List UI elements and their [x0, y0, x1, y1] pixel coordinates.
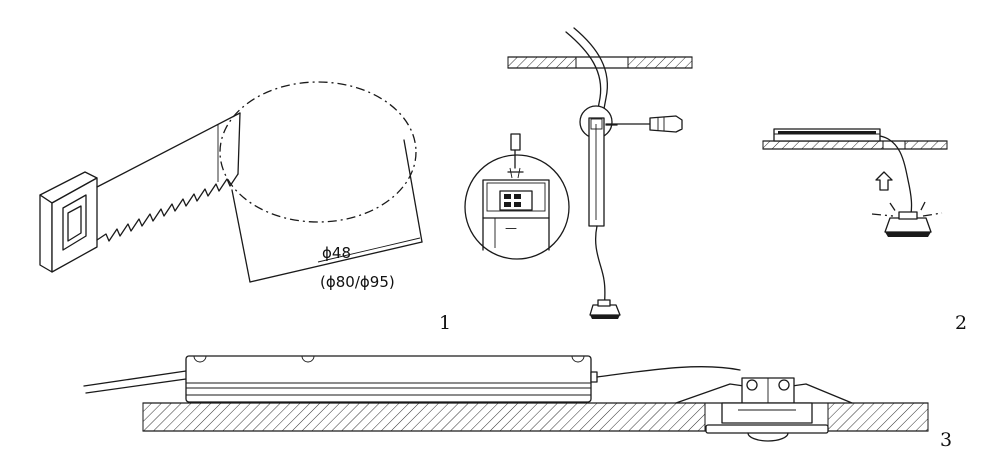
output-cable	[596, 366, 741, 378]
saw-blade	[96, 112, 241, 242]
step2-wiring-illustration: —	[464, 27, 693, 319]
cutout-diameter-options: (ϕ80/ϕ95)	[320, 273, 395, 291]
led-driver-box	[185, 355, 598, 403]
step-number-3: 3	[940, 429, 952, 451]
terminal-detail-magnifier: —	[464, 133, 570, 260]
cutout-cylinder	[219, 81, 423, 283]
push-up-arrow-icon	[875, 171, 893, 191]
step3-installed-assembly	[83, 355, 929, 442]
ceiling-board	[142, 402, 929, 432]
saw-handle	[39, 171, 98, 273]
step-number-1: 1	[439, 312, 451, 334]
cutout-diameter-small: ϕ48	[322, 244, 351, 262]
input-cable	[83, 370, 187, 394]
step1-saw-illustration: ϕ48 (ϕ80/ϕ95)	[39, 81, 423, 291]
mounting-panel	[762, 140, 948, 150]
lamp-head-hanging	[589, 299, 621, 319]
downlight-fitting	[675, 377, 853, 442]
screwdriver	[605, 115, 683, 133]
step2-lamp-connection	[762, 128, 948, 237]
panel-lamp-cable	[879, 135, 913, 215]
driver-on-panel	[773, 128, 881, 142]
svg-text:—: —	[505, 221, 517, 235]
lamp-unit	[871, 201, 943, 237]
hanging-driver	[588, 117, 605, 227]
step-number-2: 2	[955, 312, 967, 334]
lamp-cable	[595, 225, 606, 307]
